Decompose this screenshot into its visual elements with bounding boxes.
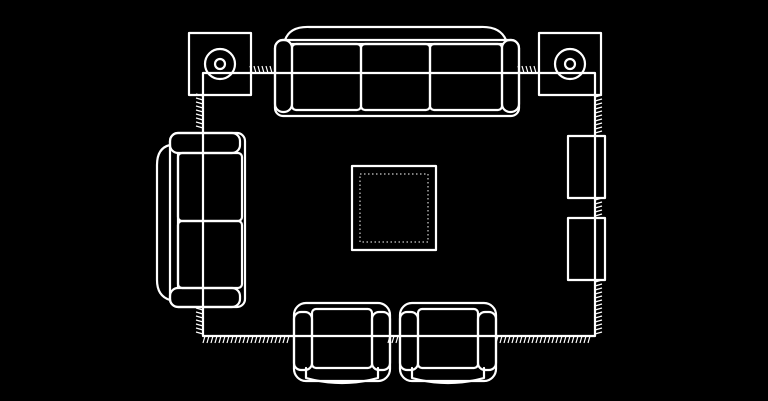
coffee-table (350, 164, 438, 252)
three-seat-sofa (273, 25, 521, 118)
end-table-right (537, 31, 603, 97)
armchair-left (292, 301, 392, 385)
loveseat-cushion-2 (176, 219, 244, 290)
loveseat (155, 131, 247, 309)
armchair-right-seat (416, 307, 480, 370)
armchair-left-seat (310, 307, 374, 370)
table-lamp-right (553, 47, 587, 81)
rug-fringe (195, 65, 603, 344)
side-cabinet-lower (566, 216, 607, 282)
end-table-left (187, 31, 253, 97)
side-cabinet-upper (566, 134, 607, 200)
sofa-cushion-3 (428, 42, 504, 112)
table-lamp-left (203, 47, 237, 81)
armchair-right (398, 301, 498, 385)
